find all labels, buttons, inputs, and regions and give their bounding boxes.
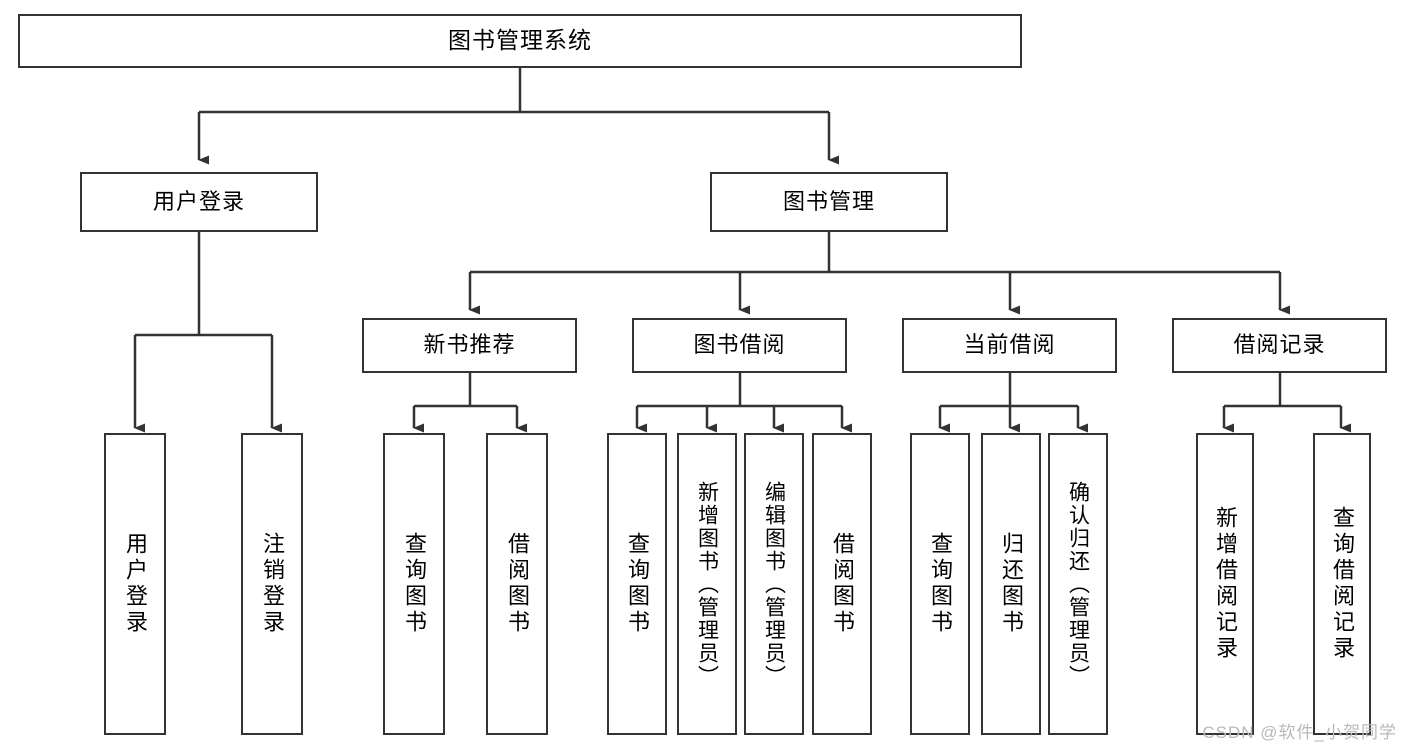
node-label: 用户登录	[123, 532, 148, 636]
node-root-book-management-system[interactable]: 图书管理系统	[18, 14, 1022, 68]
leaf-book-borrow-add[interactable]: 新增图书（管理员）	[677, 433, 737, 735]
node-label: 借阅记录	[1233, 332, 1326, 358]
leaf-book-borrow-edit[interactable]: 编辑图书（管理员）	[744, 433, 804, 735]
node-label: 新增图书（管理员）	[695, 480, 719, 688]
leaf-borrow-record-add[interactable]: 新增借阅记录	[1196, 433, 1254, 735]
leaf-current-borrow-query[interactable]: 查询图书	[910, 433, 970, 735]
node-label: 查询图书	[625, 532, 650, 636]
node-label: 图书管理	[782, 188, 875, 214]
node-current-borrow[interactable]: 当前借阅	[902, 318, 1117, 373]
node-label: 新书推荐	[423, 332, 516, 358]
leaf-current-borrow-confirm-return[interactable]: 确认归还（管理员）	[1048, 433, 1108, 735]
leaf-new-book-borrow[interactable]: 借阅图书	[486, 433, 548, 735]
leaf-book-borrow-query[interactable]: 查询图书	[607, 433, 667, 735]
node-label: 用户登录	[152, 188, 245, 214]
node-label: 借阅图书	[830, 532, 855, 636]
node-label: 查询借阅记录	[1330, 506, 1355, 662]
node-label: 注销登录	[260, 532, 285, 636]
node-label: 归还图书	[999, 532, 1024, 636]
node-label: 查询图书	[402, 532, 427, 636]
watermark-text: CSDN @软件_小贺同学	[1202, 723, 1397, 742]
leaf-borrow-record-query[interactable]: 查询借阅记录	[1313, 433, 1371, 735]
leaf-book-borrow-borrow[interactable]: 借阅图书	[812, 433, 872, 735]
node-user-login[interactable]: 用户登录	[80, 172, 318, 232]
node-book-borrow[interactable]: 图书借阅	[632, 318, 847, 373]
node-borrow-record[interactable]: 借阅记录	[1172, 318, 1387, 373]
node-label: 新增借阅记录	[1213, 506, 1238, 662]
leaf-current-borrow-return[interactable]: 归还图书	[981, 433, 1041, 735]
node-label: 当前借阅	[963, 332, 1056, 358]
node-book-management[interactable]: 图书管理	[710, 172, 948, 232]
node-label: 图书管理系统	[448, 27, 592, 54]
node-label: 编辑图书（管理员）	[762, 480, 786, 688]
node-label: 借阅图书	[505, 532, 530, 636]
leaf-user-login-logout[interactable]: 注销登录	[241, 433, 303, 735]
node-label: 图书借阅	[693, 332, 786, 358]
node-label: 确认归还（管理员）	[1066, 480, 1090, 688]
leaf-new-book-query[interactable]: 查询图书	[383, 433, 445, 735]
node-new-book-recommend[interactable]: 新书推荐	[362, 318, 577, 373]
leaf-user-login-login[interactable]: 用户登录	[104, 433, 166, 735]
node-label: 查询图书	[928, 532, 953, 636]
